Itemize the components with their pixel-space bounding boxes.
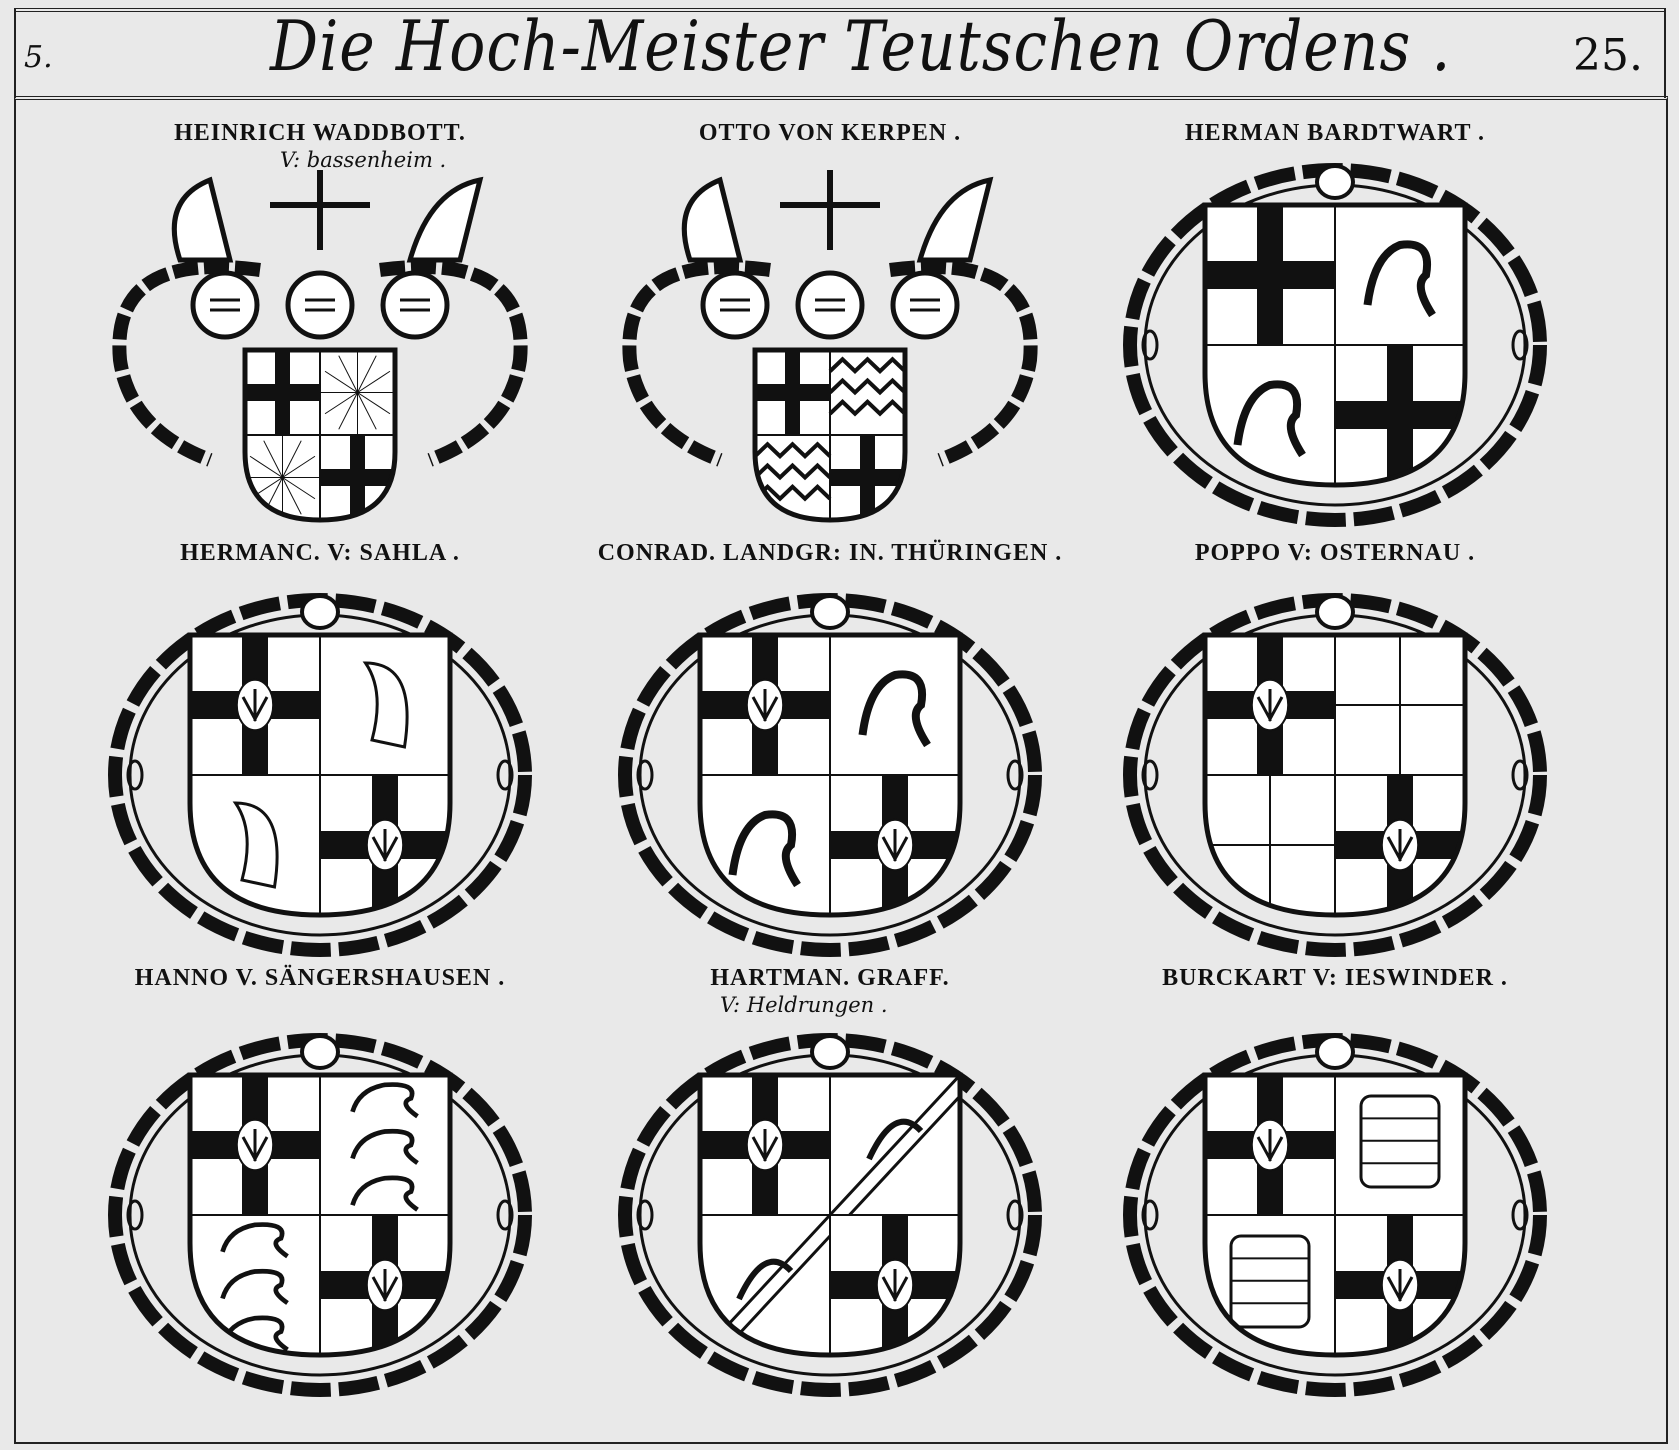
shield-outline bbox=[242, 347, 398, 523]
crest-knob bbox=[1315, 164, 1355, 200]
helmet-icon bbox=[380, 270, 450, 340]
shield-outline bbox=[187, 632, 453, 918]
shield-quarters bbox=[190, 1075, 450, 1355]
arms-label: HERMAN BARDTWART . bbox=[1184, 120, 1486, 146]
arms-label: OTTO VON KERPEN . bbox=[698, 120, 962, 146]
shield-quarters bbox=[1205, 635, 1465, 915]
crest-wing-icon bbox=[681, 176, 744, 263]
crest-knob bbox=[810, 594, 850, 630]
crest-wing-icon bbox=[916, 176, 994, 263]
helmet-icon bbox=[795, 270, 865, 340]
coat-of-arms bbox=[1123, 163, 1547, 527]
right-border bbox=[1664, 8, 1666, 98]
crest-cross-icon bbox=[270, 170, 370, 250]
arms-label: CONRAD. LANDGR: IN. THÜRINGEN . bbox=[597, 540, 1063, 566]
arms-label: BURCKART V: IESWINDER . bbox=[1162, 965, 1508, 991]
arms-label: HEINRICH WADDBOTT. bbox=[174, 120, 466, 146]
arms-label: HARTMAN. GRAFF. bbox=[710, 965, 950, 991]
coat-of-arms bbox=[1123, 593, 1547, 957]
shield-outline bbox=[1202, 1072, 1468, 1358]
left-border bbox=[14, 8, 16, 98]
shield-quarters bbox=[700, 1075, 960, 1355]
shield-quarters bbox=[245, 350, 395, 520]
shield-quarters bbox=[190, 635, 450, 915]
page-title: Die Hoch-Meister Teutschen Ordens . bbox=[270, 6, 1452, 88]
shield-outline bbox=[1202, 202, 1468, 488]
coat-of-arms bbox=[112, 170, 528, 523]
crest-knob bbox=[1315, 1034, 1355, 1070]
arms-subtitle: V: bassenheim . bbox=[280, 148, 447, 172]
crest-knob bbox=[300, 1034, 340, 1070]
helmet-icon bbox=[190, 270, 260, 340]
crest-wing-icon bbox=[171, 176, 234, 263]
page-number: 25. bbox=[1573, 30, 1643, 81]
shield-outline bbox=[1202, 632, 1468, 918]
shield-quarters bbox=[1205, 1075, 1465, 1355]
mantling bbox=[622, 260, 1038, 467]
coat-of-arms bbox=[108, 1033, 532, 1397]
arms-label: HERMANC. V: SAHLA . bbox=[180, 540, 460, 566]
shield-quarters bbox=[755, 350, 905, 520]
crest-knob bbox=[300, 594, 340, 630]
crest-wing-icon bbox=[406, 176, 484, 263]
crest-knob bbox=[1315, 594, 1355, 630]
shield-outline bbox=[187, 1072, 453, 1358]
plate-number: 5. bbox=[24, 40, 53, 75]
page-frame bbox=[14, 96, 1668, 1444]
crest-cross-icon bbox=[780, 170, 880, 250]
coat-of-arms bbox=[618, 593, 1042, 957]
coat-of-arms bbox=[622, 170, 1038, 523]
top-border bbox=[14, 8, 1666, 12]
shield-outline bbox=[697, 632, 963, 918]
shield-outline bbox=[697, 1072, 963, 1358]
arms-label: POPPO V: OSTERNAU . bbox=[1194, 540, 1476, 566]
arms-label: HANNO V. SÄNGERSHAUSEN . bbox=[134, 965, 506, 991]
crest-knob bbox=[810, 1034, 850, 1070]
coat-of-arms bbox=[108, 593, 532, 957]
mantling bbox=[112, 260, 528, 467]
helmet-icon bbox=[285, 270, 355, 340]
coat-of-arms bbox=[618, 1033, 1042, 1397]
coat-of-arms bbox=[1123, 1033, 1547, 1397]
helmet-icon bbox=[700, 270, 770, 340]
helmet-icon bbox=[890, 270, 960, 340]
arms-subtitle: V: Heldrungen . bbox=[720, 993, 888, 1017]
shield-quarters bbox=[700, 635, 960, 915]
shield-outline bbox=[752, 347, 908, 523]
shield-quarters bbox=[1205, 205, 1465, 485]
